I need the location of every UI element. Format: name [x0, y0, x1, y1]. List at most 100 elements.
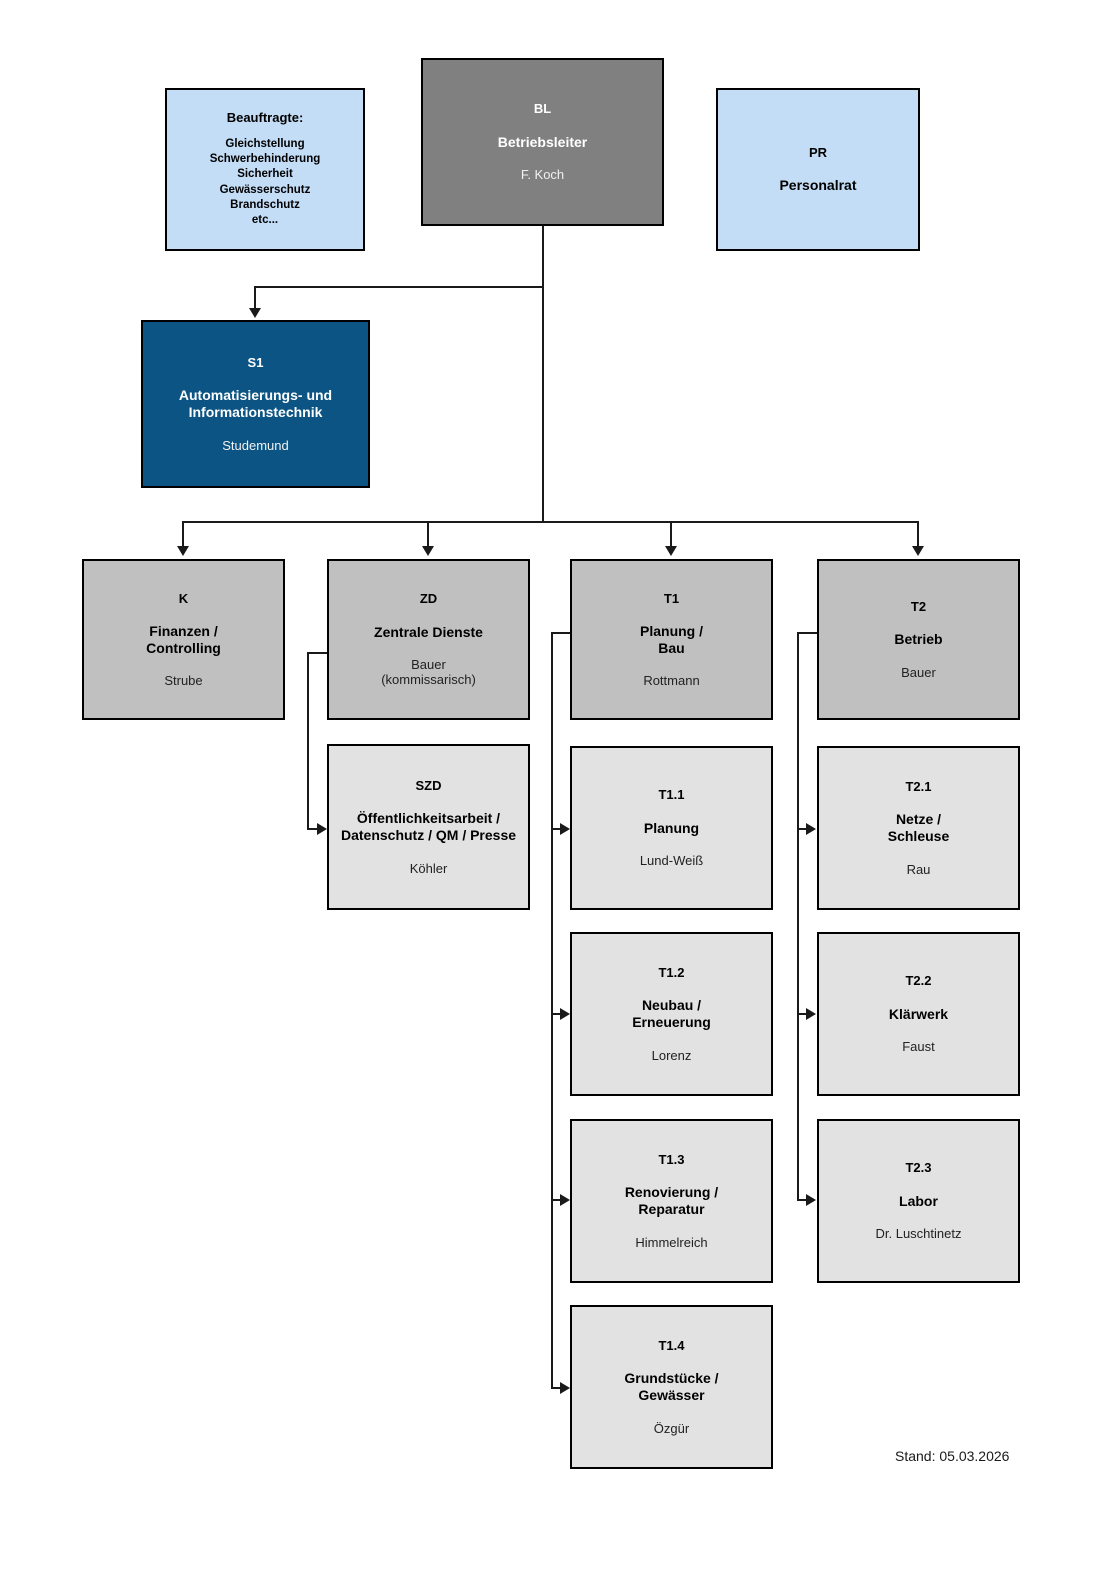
connector-drop-zd: [427, 521, 429, 548]
arrow-into-szd: [317, 823, 327, 835]
node-t2-betrieb[interactable]: T2 Betrieb Bauer: [817, 559, 1020, 720]
t1-1-unit-line1: Planung: [643, 819, 700, 836]
t1-2-unit-line2: Erneuerung: [632, 1014, 711, 1030]
connector-drop-k: [182, 521, 184, 548]
connector-division-bus: [182, 521, 919, 523]
arrow-into-t11: [560, 823, 570, 835]
t2-1-unit-line2: Schleuse: [887, 828, 950, 844]
connector-bl-trunk: [542, 226, 544, 522]
arrow-into-t2: [912, 546, 924, 556]
connector-t2-spine: [797, 632, 799, 1201]
connector-drop-t2: [917, 521, 919, 548]
connector-t2-to-t22: [797, 1013, 808, 1015]
pr-code: PR: [808, 145, 828, 161]
t2-1-code: T2.1: [905, 779, 932, 795]
t2-unit-line1: Betrieb: [894, 631, 943, 648]
s1-unit-line1: Automatisierungs- und: [178, 387, 333, 404]
t1-3-person: Himmelreich: [635, 1234, 708, 1250]
connector-zd-to-szd: [307, 828, 319, 830]
stand-date-label: Stand: 05.03.2026: [895, 1448, 1010, 1464]
arrow-into-t14: [560, 1382, 570, 1394]
zd-person-line2: (kommissarisch): [381, 672, 476, 688]
connector-zd-vertical: [307, 652, 309, 829]
t2-2-unit-line1: Klärwerk: [888, 1005, 949, 1022]
t1-3-unit-line2: Reparatur: [638, 1201, 705, 1217]
s1-unit-line2: Informationstechnik: [188, 404, 323, 420]
arrow-into-s1: [249, 308, 261, 318]
k-code: K: [178, 590, 189, 606]
t2-code: T2: [910, 598, 927, 614]
connector-t1-to-t14: [551, 1387, 562, 1389]
t1-3-unit-line1: Renovierung /: [624, 1184, 719, 1201]
beauftragte-item-0: Gleichstellung: [225, 137, 305, 150]
zd-person-line1: Bauer: [411, 657, 446, 673]
connector-t1-stub: [551, 632, 572, 634]
szd-code: SZD: [415, 778, 442, 794]
t1-unit-line2: Bau: [658, 639, 685, 656]
k-unit-line1: Finanzen /: [149, 622, 218, 639]
node-t1-planung-bau[interactable]: T1 Planung / Bau Rottmann: [570, 559, 773, 720]
t2-3-code: T2.3: [905, 1160, 932, 1176]
zd-unit-line1: Zentrale Dienste: [374, 623, 483, 640]
pr-unit: Personalrat: [779, 177, 857, 194]
beauftragte-item-5: etc...: [251, 214, 279, 227]
node-bl-betriebsleiter[interactable]: BL Betriebsleiter F. Koch: [421, 58, 664, 226]
connector-t2-stub: [797, 632, 819, 634]
bl-unit: Betriebsleiter: [497, 133, 588, 150]
node-k-finanzen-controlling[interactable]: K Finanzen / Controlling Strube: [82, 559, 285, 720]
t1-code: T1: [663, 590, 680, 606]
t2-3-unit-line1: Labor: [899, 1192, 938, 1209]
s1-code: S1: [247, 355, 264, 371]
zd-code: ZD: [419, 591, 438, 607]
t1-4-person: Özgür: [653, 1420, 690, 1436]
node-t1-2-neubau-erneuerung[interactable]: T1.2 Neubau / Erneuerung Lorenz: [570, 932, 773, 1096]
k-person: Strube: [164, 673, 203, 689]
connector-drop-t1: [670, 521, 672, 548]
node-t1-4-grundstuecke-gewaesser[interactable]: T1.4 Grundstücke / Gewässer Özgür: [570, 1305, 773, 1469]
connector-t1-spine: [551, 632, 553, 1389]
beauftragte-item-4: Brandschutz: [230, 198, 300, 211]
t2-3-person: Dr. Luschtinetz: [875, 1226, 962, 1242]
t2-1-unit-line1: Netze /: [895, 811, 942, 828]
szd-person: Köhler: [409, 860, 448, 876]
t1-4-unit-line1: Grundstücke /: [624, 1370, 719, 1387]
connector-bl-to-s1-vertical: [254, 286, 256, 310]
node-t2-1-netze-schleuse[interactable]: T2.1 Netze / Schleuse Rau: [817, 746, 1020, 910]
t1-unit-line1: Planung /: [640, 622, 703, 639]
t1-1-code: T1.1: [658, 787, 685, 803]
arrow-into-t1: [665, 546, 677, 556]
node-t1-3-renovierung-reparatur[interactable]: T1.3 Renovierung / Reparatur Himmelreich: [570, 1119, 773, 1283]
node-szd-oeffentlichkeitsarbeit[interactable]: SZD Öffentlichkeitsarbeit / Datenschutz …: [327, 744, 530, 910]
arrow-into-zd: [422, 546, 434, 556]
beauftragte-item-1: Schwerbehinderung: [209, 153, 321, 166]
connector-zd-stub: [307, 652, 329, 654]
beauftragte-item-2: Sicherheit: [237, 168, 293, 181]
node-pr-personalrat[interactable]: PR Personalrat: [716, 88, 920, 251]
connector-t1-to-t11: [551, 828, 562, 830]
t1-1-person: Lund-Weiß: [639, 853, 704, 869]
node-s1-automatisierung[interactable]: S1 Automatisierungs- und Informationstec…: [141, 320, 370, 488]
node-t2-2-klaerwerk[interactable]: T2.2 Klärwerk Faust: [817, 932, 1020, 1096]
arrow-into-t23: [806, 1194, 816, 1206]
t2-person: Bauer: [901, 664, 936, 680]
node-beauftragte[interactable]: Beauftragte: Gleichstellung Schwerbehind…: [165, 88, 365, 251]
arrow-into-t13: [560, 1194, 570, 1206]
s1-person: Studemund: [222, 437, 289, 453]
t1-4-code: T1.4: [658, 1338, 685, 1354]
connector-t1-to-t13: [551, 1199, 562, 1201]
t1-2-code: T1.2: [658, 965, 685, 981]
connector-t2-to-t23: [797, 1199, 808, 1201]
t2-1-person: Rau: [906, 861, 931, 877]
node-t1-1-planung[interactable]: T1.1 Planung Lund-Weiß: [570, 746, 773, 910]
k-unit-line2: Controlling: [146, 639, 221, 656]
t1-3-code: T1.3: [658, 1152, 685, 1168]
connector-t1-to-t12: [551, 1013, 562, 1015]
t2-2-person: Faust: [902, 1039, 935, 1055]
t2-2-code: T2.2: [905, 973, 932, 989]
arrow-into-t12: [560, 1008, 570, 1020]
arrow-into-t21: [806, 823, 816, 835]
node-t2-3-labor[interactable]: T2.3 Labor Dr. Luschtinetz: [817, 1119, 1020, 1283]
connector-bl-to-s1-horizontal: [254, 286, 544, 288]
node-zd-zentrale-dienste[interactable]: ZD Zentrale Dienste Bauer (kommissarisch…: [327, 559, 530, 720]
